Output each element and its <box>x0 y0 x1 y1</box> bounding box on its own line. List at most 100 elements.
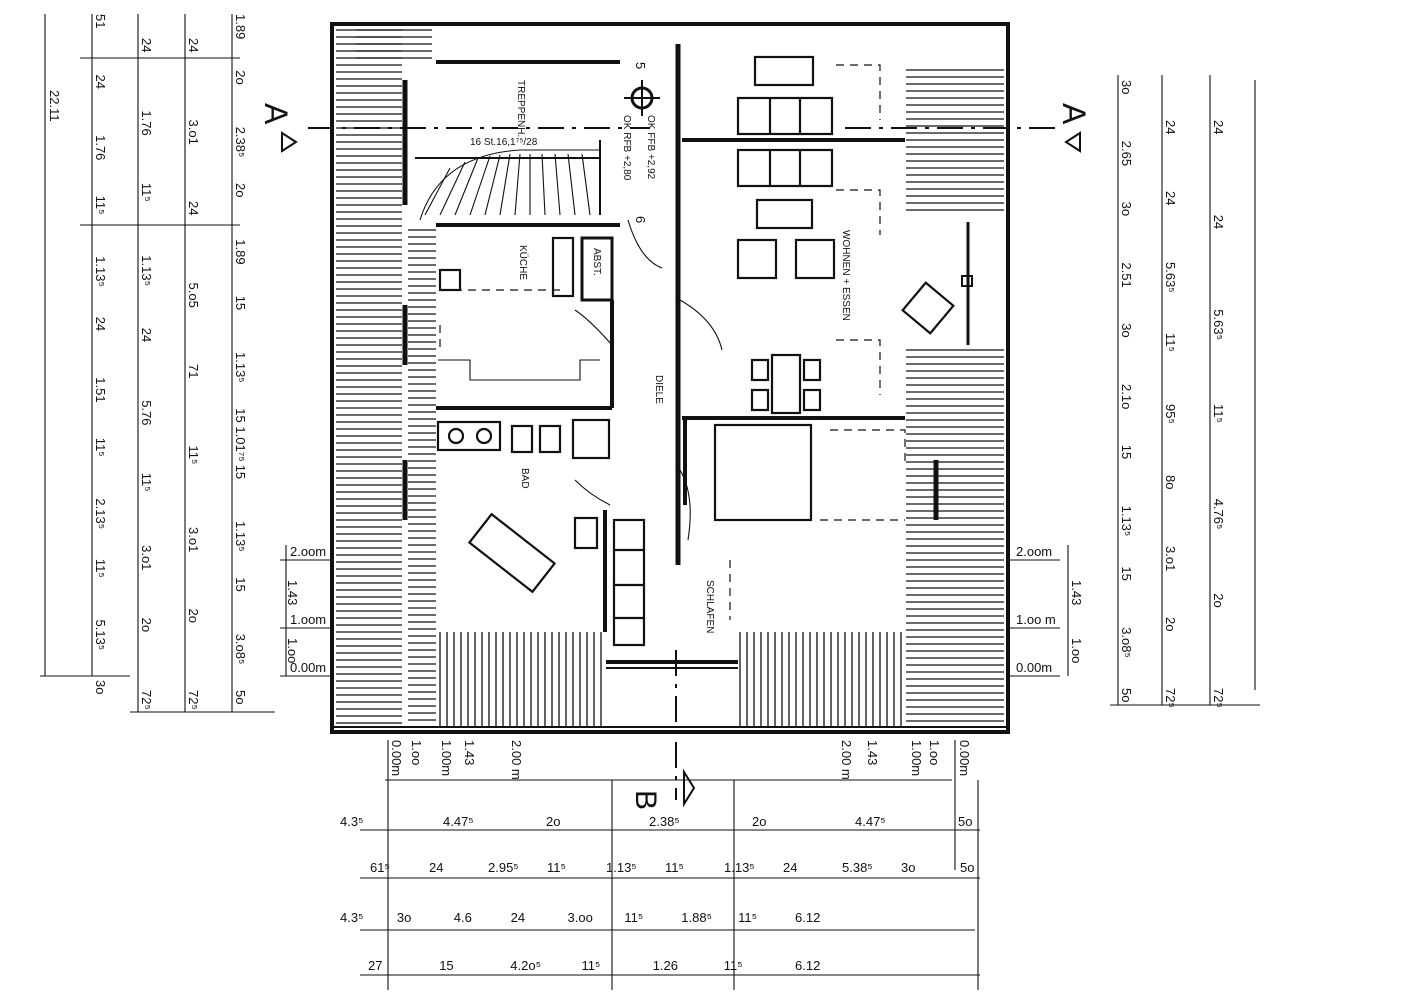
left-dim-col2-5: 5.76 <box>139 400 154 425</box>
left-dim-col4-10: 15 <box>233 577 248 591</box>
double-bed <box>713 423 813 522</box>
room-label-bad: BAD <box>519 468 530 489</box>
shower <box>571 418 611 460</box>
bottom-dim-row4-0: 27 <box>368 958 382 973</box>
total-height-dimension: 22.11 <box>47 90 62 122</box>
left-dim-col4-0: 1.89 <box>233 14 248 39</box>
bottom-dim-row1-3: 2.38⁵ <box>649 814 680 829</box>
bottom-dim-row2-3: 11⁵ <box>547 860 566 875</box>
section-arrow-a-right <box>1064 131 1081 153</box>
coffee-table-top <box>753 55 815 87</box>
left-dim-col3-5: 11⁵ <box>186 446 201 465</box>
room-label-treppenhaus: TREPPENH. <box>515 80 526 137</box>
height-000-right: 0.00m <box>1016 660 1052 675</box>
sofa-bottom <box>736 148 834 188</box>
left-dim-col1-0: 51 <box>93 14 108 28</box>
level-ok-ffb: OK FFB +2,92 <box>645 115 656 180</box>
left-dim-col1-7: 11⁵ <box>93 438 108 457</box>
room-label-kueche: KÜCHE <box>517 245 529 280</box>
right-dim-col2-1: 24 <box>1163 191 1178 205</box>
right-dim-col1-7: 1.13⁵ <box>1119 506 1134 537</box>
bottom-dim-row1-5: 4.47⁵ <box>855 814 886 829</box>
bottom-dim-row3-5: 11⁵ <box>624 910 643 925</box>
top-tick-5: 2.00 m <box>839 740 854 780</box>
bottom-dim-row3-3: 24 <box>511 910 525 925</box>
storage-closet <box>580 236 614 302</box>
armchair-right <box>794 238 836 280</box>
left-dim-col2-2: 11⁵ <box>139 183 154 202</box>
right-dim-col1-5: 2.1o <box>1119 384 1134 409</box>
left-dim-col3-8: 72⁵ <box>186 690 201 710</box>
left-dim-col2-7: 3.o1 <box>139 545 154 570</box>
height-100-left: 1.oom <box>290 612 326 627</box>
left-dim-col1-9: 11⁵ <box>93 559 108 578</box>
left-dim-col2-1: 1.76 <box>139 110 154 135</box>
right-dim-col1-4: 3o <box>1119 323 1134 337</box>
kitchen-table <box>551 236 575 298</box>
bottom-dim-row1-6: 5o <box>958 814 972 829</box>
right-dim-col1-9: 3.o8⁵ <box>1119 627 1134 658</box>
left-dim-col1-11: 3o <box>93 680 108 694</box>
left-dim-col1-6: 1.51 <box>93 377 108 402</box>
bottom-dim-row2-5: 11⁵ <box>665 860 684 875</box>
left-dim-col4-3: 2o <box>233 183 248 197</box>
room-labels: TREPPENH. KÜCHE ABST. BAD DIELE WOHNEN +… <box>470 62 851 633</box>
bottom-dim-row4-4: 1.26 <box>653 958 678 973</box>
room-label-schlafen: SCHLAFEN <box>704 580 715 633</box>
left-dim-col3-0: 24 <box>186 38 201 52</box>
section-label-b: B <box>629 790 662 810</box>
bottom-dim-row3-6: 1.88⁵ <box>681 910 712 925</box>
top-tick-8: 1.oo <box>927 740 942 765</box>
bottom-dim-row2-6: 1.13⁵ <box>724 860 755 875</box>
staircase <box>415 80 660 221</box>
bottom-dim-row4-6: 6.12 <box>795 958 820 973</box>
left-dim-col4-12: 5o <box>233 690 248 704</box>
dimension-lines-bottom <box>360 740 980 990</box>
left-dim-col3-3: 5.o5 <box>186 283 201 308</box>
bottom-dim-row3-1: 3o <box>397 910 411 925</box>
top-tick-7: 1.00m <box>909 740 924 776</box>
top-tick-4: 2.00 m <box>509 740 524 780</box>
bottom-dim-row3-8: 6.12 <box>795 910 820 925</box>
right-dim-col3-6: 72⁵ <box>1211 688 1226 708</box>
dimension-lines-right <box>1010 75 1260 706</box>
left-dim-col2-0: 24 <box>139 38 154 52</box>
height-200-left: 2.oom <box>290 544 326 559</box>
bottom-dim-row2-2: 2.95⁵ <box>488 860 519 875</box>
height-200-right: 2.oom <box>1016 544 1052 559</box>
right-dim-col2-3: 11⁵ <box>1163 333 1178 352</box>
roof-hatch-right-bottom <box>906 349 1004 722</box>
left-dim-col2-4: 24 <box>139 328 154 342</box>
bottom-dim-row1-0: 4.3⁵ <box>340 814 363 829</box>
roof-hatch-right-top <box>906 69 1004 211</box>
right-dim-heights-1: 1.oo <box>1069 638 1084 663</box>
roof-hatch-left-outer <box>336 29 402 724</box>
left-dim-col3-1: 3.o1 <box>186 120 201 145</box>
right-dim-col2-7: 2o <box>1163 617 1178 631</box>
section-arrow-b <box>683 768 696 808</box>
dimension-lines-left <box>40 14 330 713</box>
room-label-abstellraum: ABST. <box>591 248 602 276</box>
bottom-dim-row2-4: 1.13⁵ <box>606 860 637 875</box>
coffee-table <box>755 198 814 230</box>
bottom-dim-row4-1: 15 <box>439 958 453 973</box>
outer-walls <box>330 22 1010 734</box>
right-dim-col1-2: 3o <box>1119 202 1134 216</box>
stair-step-note: 16 St.16,1⁷⁵/28 <box>470 137 538 148</box>
right-dim-col2-8: 72⁵ <box>1163 688 1178 708</box>
section-label-a-right: A <box>1056 103 1092 125</box>
top-tick-2: 1.00m <box>439 740 454 776</box>
left-dim-col4-11: 3.o8⁵ <box>233 634 248 665</box>
bottom-dim-row2-7: 24 <box>783 860 797 875</box>
left-dim-heights-1: 1.oo <box>285 638 300 663</box>
bathtub <box>467 512 557 594</box>
right-dim-col3-3: 11⁵ <box>1211 404 1226 423</box>
armchair-corner <box>901 281 955 335</box>
left-dim-heights-0: 1.43 <box>285 580 300 605</box>
bottom-dim-row1-1: 4.47⁵ <box>443 814 474 829</box>
room-label-diele: DIELE <box>653 375 664 404</box>
right-dim-col2-4: 95⁵ <box>1163 404 1178 424</box>
doors <box>574 219 723 541</box>
right-dim-col3-4: 4.76⁵ <box>1211 499 1226 530</box>
roof-hatch-left-top <box>356 29 432 59</box>
